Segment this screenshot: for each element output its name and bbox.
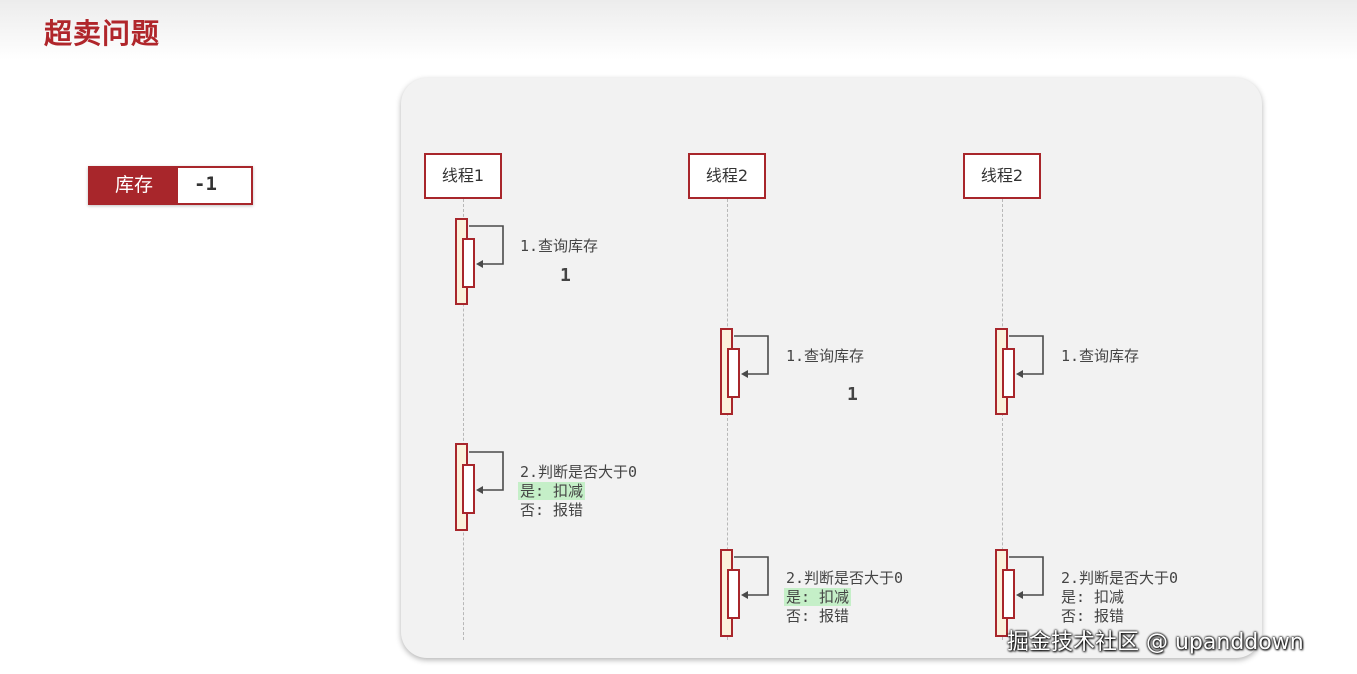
thread-2-query-label: 1.查询库存 <box>786 347 865 365</box>
thread-2-judge-no: 否: 报错 <box>786 607 850 625</box>
title-bar-background <box>0 0 1357 60</box>
thread-3-judge-no: 否: 报错 <box>1061 607 1125 625</box>
thread-3-judge-text: 2.判断是否大于0 是: 扣减 否: 报错 <box>1061 569 1178 626</box>
thread-2-query-result: 1 <box>847 384 858 405</box>
thread-1-query-arrow <box>469 225 504 268</box>
thread-1-judge-arrow <box>469 451 504 494</box>
thread-3-query-label: 1.查询库存 <box>1061 347 1140 365</box>
page-title: 超卖问题 <box>44 17 161 50</box>
thread-1-header: 线程1 <box>424 153 502 199</box>
thread-1-judge-yes: 是: 扣减 <box>518 482 586 500</box>
thread-2-judge-question: 2.判断是否大于0 <box>786 569 904 587</box>
thread-2-lifeline <box>727 199 728 640</box>
thread-1-judge-question: 2.判断是否大于0 <box>520 463 638 481</box>
thread-3-judge-question: 2.判断是否大于0 <box>1061 569 1179 587</box>
thread-2-judge-yes: 是: 扣减 <box>784 588 852 606</box>
thread-3-lifeline <box>1002 199 1003 640</box>
thread-1-query-result: 1 <box>560 265 571 286</box>
thread-2-judge-arrow <box>734 556 769 599</box>
stock-label: 库存 <box>90 168 178 203</box>
thread-1-judge-no: 否: 报错 <box>520 501 584 519</box>
thread-3-judge-yes: 是: 扣减 <box>1061 588 1125 606</box>
thread-2-judge-text: 2.判断是否大于0 是: 扣减 否: 报错 <box>784 569 904 626</box>
thread-2-query-self-call <box>727 348 740 398</box>
thread-2-judge-self-call <box>727 569 740 619</box>
thread-1-judge-text: 2.判断是否大于0 是: 扣减 否: 报错 <box>518 463 638 520</box>
thread-2-header: 线程2 <box>688 153 766 199</box>
thread-3-query-self-call <box>1002 348 1015 398</box>
sequence-diagram-panel <box>401 78 1262 658</box>
thread-1-query-label: 1.查询库存 <box>520 237 599 255</box>
thread-2-query-arrow <box>734 335 769 378</box>
thread-1-judge-self-call <box>462 464 475 514</box>
stock-indicator: 库存 -1 <box>88 166 253 205</box>
thread-1-query-self-call <box>462 238 475 288</box>
stock-value: -1 <box>194 173 217 195</box>
thread-3-judge-self-call <box>1002 569 1015 619</box>
thread-3-judge-arrow <box>1009 556 1044 599</box>
watermark: 掘金技术社区 @ upanddown <box>1007 630 1304 655</box>
thread-1-lifeline <box>463 199 464 640</box>
thread-3-header: 线程2 <box>963 153 1041 199</box>
thread-3-query-arrow <box>1009 335 1044 378</box>
